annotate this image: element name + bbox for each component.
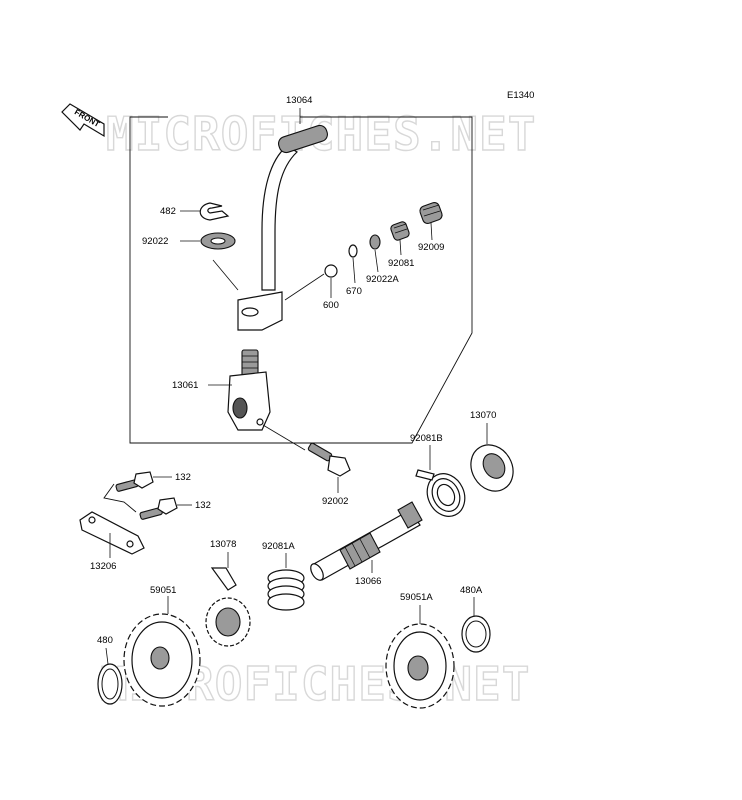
bolt-132-lower[interactable] <box>139 497 178 520</box>
label-92022[interactable]: 92022 <box>142 236 168 247</box>
kick-lever-13061[interactable] <box>227 349 271 431</box>
circlip-482[interactable] <box>199 202 230 221</box>
torsion-spring-92081B[interactable] <box>415 467 472 522</box>
bolt-132-upper[interactable] <box>115 471 154 492</box>
label-92081[interactable]: 92081 <box>388 258 414 269</box>
ratchet-gear-13078[interactable] <box>205 567 251 647</box>
label-132-lower[interactable]: 132 <box>195 500 211 511</box>
label-92009[interactable]: 92009 <box>418 242 444 253</box>
label-482[interactable]: 482 <box>160 206 176 217</box>
coil-spring-92081A[interactable] <box>267 569 305 611</box>
label-92002[interactable]: 92002 <box>322 496 348 507</box>
label-59051[interactable]: 59051 <box>150 585 176 596</box>
leader-92081 <box>399 239 402 256</box>
label-480[interactable]: 480 <box>97 635 113 646</box>
front-direction-arrow-icon: FRONT <box>61 103 105 138</box>
fastener-guide <box>103 483 137 513</box>
kick-pedal-13064[interactable] <box>237 124 329 331</box>
label-13066[interactable]: 13066 <box>355 576 381 587</box>
kick-shaft-13066[interactable] <box>308 501 423 582</box>
ball-600[interactable] <box>324 264 338 278</box>
leader-480 <box>105 647 109 665</box>
plate-13206[interactable] <box>79 511 145 555</box>
label-59051A[interactable]: 59051A <box>400 592 433 603</box>
washer-92022A[interactable] <box>369 234 381 250</box>
label-92022A[interactable]: 92022A <box>366 274 399 285</box>
label-13070[interactable]: 13070 <box>470 410 496 421</box>
label-13061[interactable]: 13061 <box>172 380 198 391</box>
label-480A[interactable]: 480A <box>460 585 483 596</box>
label-13064[interactable]: 13064 <box>286 95 312 106</box>
label-670[interactable]: 670 <box>346 286 362 297</box>
label-132-upper[interactable]: 132 <box>175 472 191 483</box>
bolt-92002[interactable] <box>307 442 351 477</box>
gear-59051A[interactable] <box>385 623 455 709</box>
label-92081B[interactable]: 92081B <box>410 433 443 444</box>
circlip-480[interactable] <box>97 663 123 705</box>
label-13206[interactable]: 13206 <box>90 561 116 572</box>
axis-line-ball <box>284 273 325 301</box>
label-600[interactable]: 600 <box>323 300 339 311</box>
ring-670[interactable] <box>348 244 358 258</box>
bushing-13070[interactable] <box>463 437 522 499</box>
spring-92081[interactable] <box>390 221 411 242</box>
leader-92009 <box>430 222 433 241</box>
circlip-480A[interactable] <box>461 615 491 653</box>
leader-670 <box>352 257 356 284</box>
label-13078[interactable]: 13078 <box>210 539 236 550</box>
diagram-code: E1340 <box>507 90 534 101</box>
leader-92022A <box>374 249 379 273</box>
gear-59051[interactable] <box>123 613 201 707</box>
pin-92009[interactable] <box>419 201 444 225</box>
axis-line-bolt <box>262 424 306 451</box>
assembly-frame <box>129 116 473 444</box>
label-92081A[interactable]: 92081A <box>262 541 295 552</box>
axis-line-pedal <box>212 259 239 291</box>
washer-92022[interactable] <box>200 232 236 250</box>
